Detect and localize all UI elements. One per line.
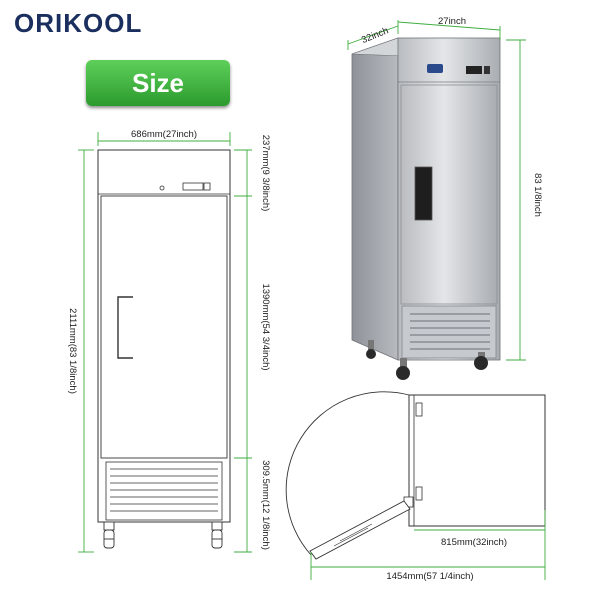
front-view: 686mm(27inch) 2111mm(83 1/8inch) 237mm(9… (67, 129, 271, 553)
brand-plate (427, 64, 443, 73)
door-open-depth-label: 815mm(32inch) (441, 537, 507, 548)
door-swing-arc (285, 391, 410, 556)
front-width-label: 686mm(27inch) (131, 129, 197, 140)
front-louver-grille (105, 461, 223, 521)
cabinet-casters (366, 340, 488, 380)
temperature-display (466, 66, 482, 74)
top-view-cabinet-outline (408, 394, 546, 527)
product-isometric-view: 32inch 27inch 83 1/8inch (347, 16, 543, 380)
bottom-section-height-label: 309.5mm(12 1/8inch) (260, 460, 271, 550)
front-casters (103, 521, 223, 549)
front-total-height-label: 2111mm(83 1/8inch) (67, 308, 78, 394)
cabinet-side-panel (351, 37, 399, 361)
top-view-door-swing: 815mm(32inch) 1454mm(57 1/4inch) (285, 391, 546, 582)
control-panel (182, 182, 204, 191)
brand-logo: ORIKOOL (14, 8, 143, 38)
size-badge: Size (86, 60, 230, 106)
door-handle (117, 296, 133, 359)
iso-height-label: 83 1/8inch (532, 173, 543, 217)
top-section-height-label: 237mm(9 3/8inch) (260, 135, 271, 212)
door-height-label: 1390mm(54 3/4inch) (260, 283, 271, 370)
iso-width-label: 27inch (438, 16, 466, 27)
total-open-depth-label: 1454mm(57 1/4inch) (386, 571, 473, 582)
front-door (100, 195, 228, 459)
recessed-door-handle (414, 166, 433, 221)
